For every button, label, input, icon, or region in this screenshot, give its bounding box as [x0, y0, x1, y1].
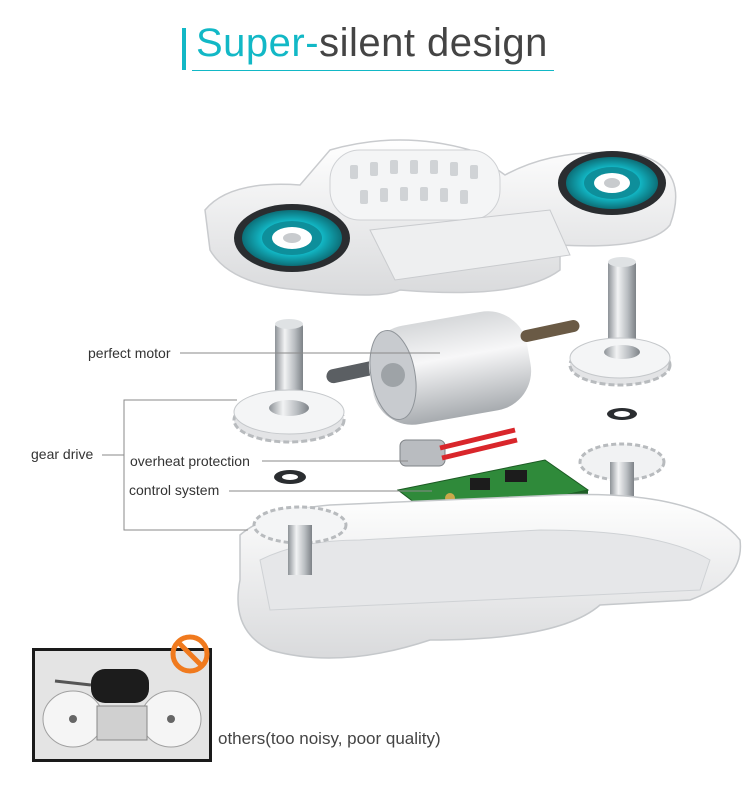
page-title: Super-silent design — [182, 18, 554, 72]
label-overheat-protection: overheat protection — [130, 453, 250, 469]
bottom-housing — [237, 493, 742, 659]
label-control-system: control system — [129, 482, 220, 498]
label-gear-drive: gear drive — [31, 446, 94, 462]
title-main-text: silent design — [319, 21, 548, 65]
left-gear — [232, 319, 346, 444]
label-perfect-motor: perfect motor — [88, 345, 171, 361]
thermal-fuse — [399, 427, 518, 467]
title-underline — [192, 70, 554, 71]
motor — [326, 311, 580, 425]
prohibited-icon — [170, 634, 210, 674]
top-cover — [204, 139, 677, 296]
gear-bracket — [123, 399, 248, 531]
title-accent-bar — [182, 28, 186, 70]
title-text: Super-silent design — [196, 18, 548, 68]
right-gear — [568, 257, 672, 420]
title-accent-text: Super- — [196, 21, 320, 65]
small-gear — [578, 442, 666, 502]
comparison-caption: others(too noisy, poor quality) — [218, 729, 441, 748]
